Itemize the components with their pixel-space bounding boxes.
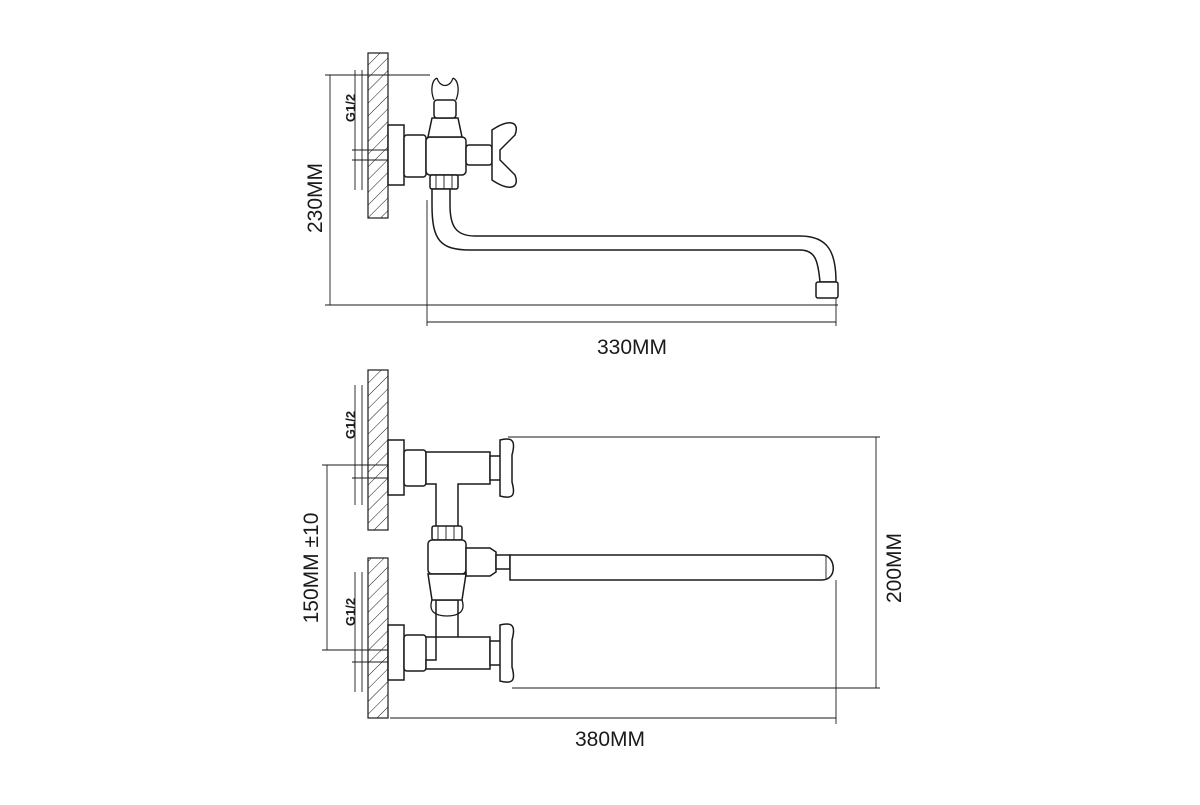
side-view: 230MM 330MM G1/2 — [304, 52, 839, 359]
upper-valve-body — [425, 451, 491, 531]
spout — [509, 554, 834, 581]
upper-handle[interactable] — [489, 438, 515, 498]
front-thread-bottom-label: G1/2 — [343, 598, 358, 626]
side-length-label: 330MM — [597, 336, 667, 359]
front-view: 200MM 150MM ±10 380MM G1/2 G1/2 — [300, 369, 906, 751]
lower-flange — [387, 624, 405, 681]
swivel-spout — [431, 188, 839, 299]
eccentric-nut — [403, 134, 427, 178]
front-length-dimension — [390, 580, 837, 724]
wall-flange — [387, 124, 405, 186]
lower-handle[interactable] — [489, 623, 515, 683]
front-height-label: 200MM — [883, 533, 906, 603]
lower-nut — [403, 634, 427, 672]
mixer-body — [425, 77, 467, 190]
upper-flange — [387, 439, 405, 496]
front-thread-top-label: G1/2 — [343, 411, 358, 439]
length-dimension — [426, 200, 837, 326]
side-thread-label: G1/2 — [343, 94, 358, 122]
cross-handle[interactable] — [465, 122, 517, 188]
wall-section-upper — [367, 369, 389, 531]
spacing-label: 150MM ±10 — [300, 513, 323, 624]
upper-nut — [403, 449, 427, 487]
wall-section — [367, 52, 389, 219]
height-dimension — [325, 74, 838, 306]
side-height-label: 230MM — [304, 163, 327, 233]
thread-marks — [325, 70, 430, 190]
diverter-body — [427, 525, 511, 617]
front-length-label: 380MM — [575, 728, 645, 751]
lower-valve-body — [425, 599, 491, 670]
wall-section-lower — [367, 557, 389, 719]
front-height-dimension — [508, 436, 880, 689]
